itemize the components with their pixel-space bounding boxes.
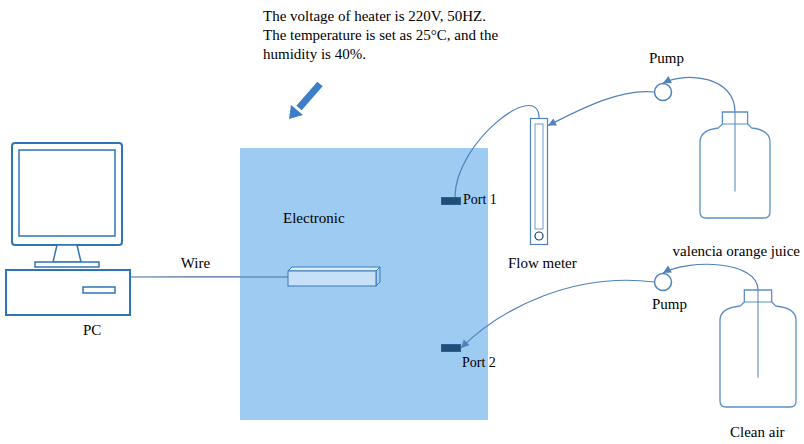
note-text: The voltage of heater is 220V, 50HZ. bbox=[263, 7, 486, 26]
pump-outline bbox=[654, 83, 672, 101]
flow-scale bbox=[535, 124, 543, 229]
tube-connector bbox=[461, 280, 654, 348]
wire-line bbox=[240, 276, 288, 277]
heater-arrow-shaft bbox=[299, 84, 320, 108]
port-block bbox=[442, 345, 461, 352]
node-label: valencia orange juice bbox=[673, 243, 800, 260]
sensor-array bbox=[288, 271, 376, 286]
node-label: PC bbox=[83, 322, 101, 339]
bottle-outline bbox=[720, 290, 796, 407]
monitor-stand bbox=[53, 245, 81, 262]
sample-bottle: valencia orange juice bbox=[700, 112, 770, 218]
pump: Pump bbox=[654, 83, 672, 101]
bottle-outline bbox=[720, 290, 796, 407]
sensor-top bbox=[288, 267, 380, 271]
node-label: Flow meter bbox=[508, 255, 577, 272]
pc-outline bbox=[5, 140, 131, 340]
arrow-head bbox=[461, 340, 469, 348]
port-outline bbox=[441, 344, 461, 352]
tube-connector bbox=[663, 77, 735, 112]
pump-circle bbox=[655, 274, 672, 291]
monitor-screen bbox=[19, 150, 115, 236]
node-label: Port 1 bbox=[463, 191, 497, 208]
node-label: Pump bbox=[652, 296, 687, 313]
heater-arrow-head bbox=[289, 105, 303, 119]
bottle-outline bbox=[700, 112, 770, 218]
monitor-base bbox=[35, 262, 99, 267]
port-block bbox=[442, 198, 461, 205]
pc-icon: PC bbox=[5, 140, 131, 340]
flow-float bbox=[535, 232, 543, 240]
bottle-tube bbox=[735, 112, 736, 192]
bottle-outline bbox=[700, 112, 770, 218]
edge-label: Wire bbox=[181, 254, 210, 273]
flow-outline bbox=[530, 118, 548, 245]
chamber-fill bbox=[240, 148, 488, 420]
flow-meter: Flow meter bbox=[530, 118, 548, 245]
drive-slot bbox=[83, 287, 115, 293]
air-bottle: Clean air bbox=[720, 290, 796, 407]
arrow-head bbox=[548, 118, 557, 125]
node-label: Port 2 bbox=[462, 354, 496, 371]
computer-case bbox=[6, 270, 130, 315]
port: Port 2 bbox=[441, 344, 461, 352]
node-label: Clean air bbox=[730, 424, 785, 441]
wire-connector bbox=[131, 276, 240, 277]
pump-outline bbox=[654, 273, 672, 291]
node-label: Pump bbox=[649, 50, 684, 67]
tube-connector bbox=[455, 105, 539, 197]
port-outline bbox=[441, 197, 461, 205]
test-chamber: Electronic Port 1 Port 2 bbox=[240, 148, 488, 420]
bottle-tube bbox=[758, 290, 759, 378]
pump-circle bbox=[655, 84, 672, 101]
node-label: Electronic bbox=[283, 210, 345, 227]
monitor-frame bbox=[12, 143, 122, 245]
tube-connector bbox=[548, 92, 654, 126]
tube-connector bbox=[663, 264, 758, 290]
sensor-side bbox=[376, 267, 380, 286]
flow-tube bbox=[531, 119, 548, 245]
port: Port 1 bbox=[441, 197, 461, 205]
arrow-head bbox=[663, 76, 672, 83]
arrow-head bbox=[663, 266, 672, 273]
pump: Pump bbox=[654, 273, 672, 291]
note-text: The temperature is set as 25°C, and the … bbox=[263, 26, 535, 64]
